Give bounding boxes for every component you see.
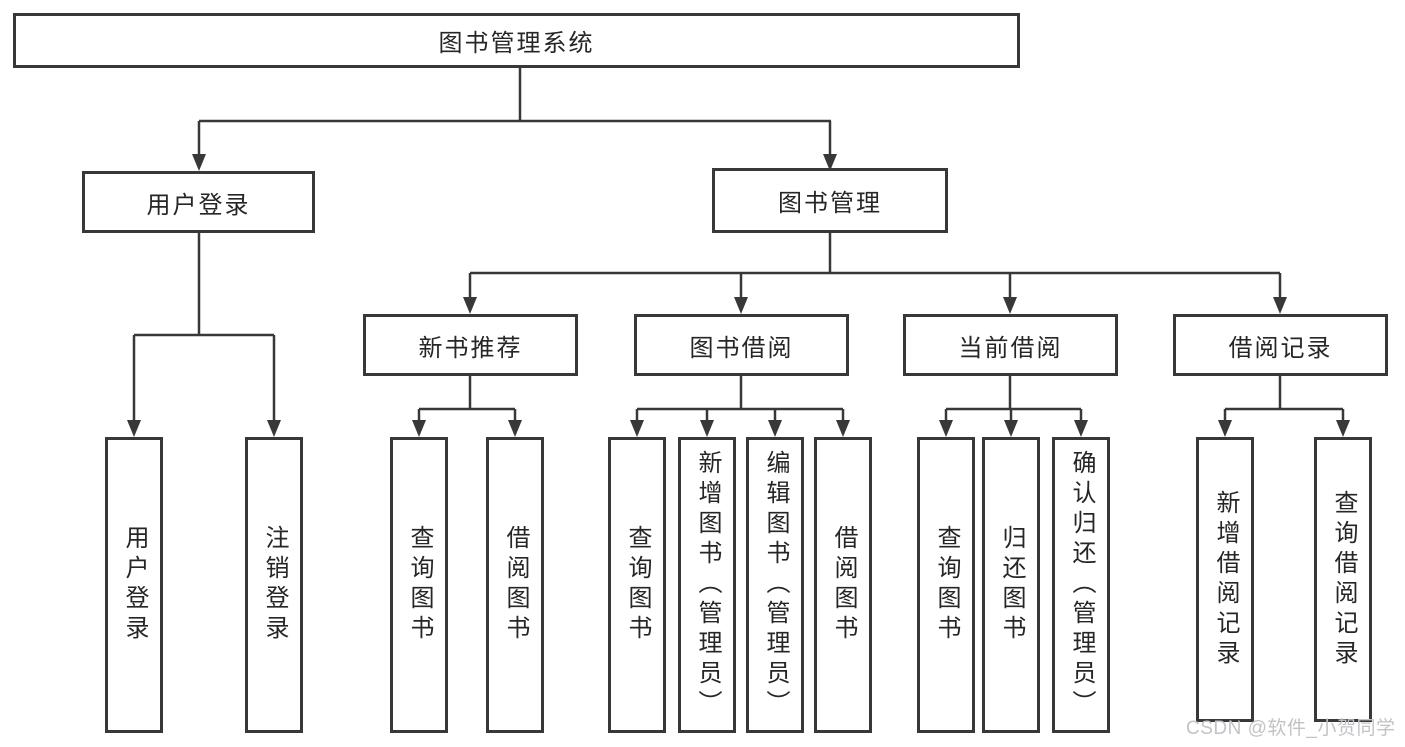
leaf-return-book: 归还图书: [982, 437, 1040, 733]
leaf-edit-book-admin: 编辑图书（管理员）: [746, 437, 804, 733]
leaf-add-book-admin: 新增图书（管理员）: [678, 437, 736, 733]
leaf-add-borrow-record: 新增借阅记录: [1196, 437, 1254, 722]
leaf-borrow-books: 借阅图书: [814, 437, 872, 733]
leaf-query-books-borrow: 查询图书: [608, 437, 666, 733]
node-library-management-system: 图书管理系统: [13, 13, 1020, 68]
leaf-user-login: 用户登录: [105, 437, 163, 733]
leaf-query-books-recommend: 查询图书: [390, 437, 448, 733]
node-current-borrow: 当前借阅: [903, 314, 1118, 376]
arrow-down-icons: [127, 154, 1350, 437]
leaf-query-borrow-record: 查询借阅记录: [1314, 437, 1372, 722]
leaf-borrow-books-recommend: 借阅图书: [486, 437, 544, 733]
node-book-management: 图书管理: [712, 168, 948, 233]
node-book-borrow: 图书借阅: [634, 314, 849, 376]
leaf-confirm-return-admin: 确认归还（管理员）: [1052, 437, 1110, 733]
leaf-query-books-current: 查询图书: [917, 437, 975, 733]
node-user-login: 用户登录: [82, 171, 315, 233]
watermark: CSDN @软件_小贺同学: [1186, 718, 1396, 739]
leaf-logout: 注销登录: [245, 437, 303, 733]
node-borrow-records: 借阅记录: [1173, 314, 1388, 376]
node-new-book-recommend: 新书推荐: [363, 314, 578, 376]
